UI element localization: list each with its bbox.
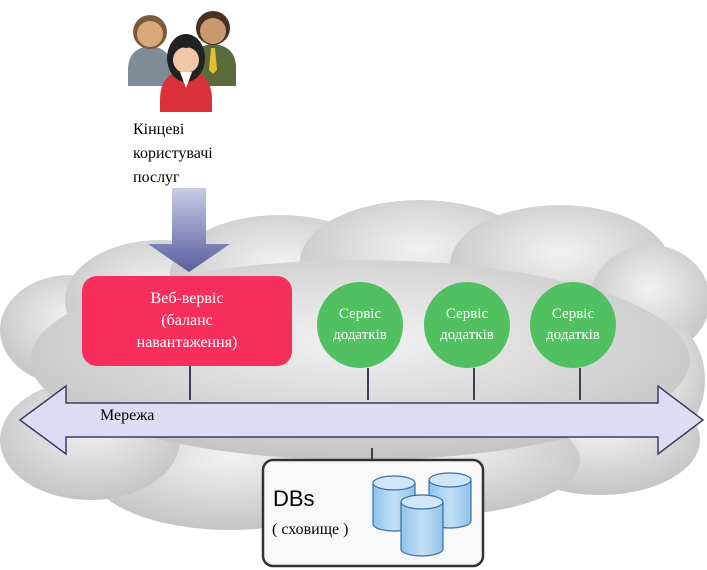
users-label-line: послуг <box>133 169 180 186</box>
web-server-node: Веб-вервіс (баланс навантаження) <box>82 276 292 366</box>
app-service-node-1: Сервіс додатків <box>317 282 403 368</box>
web-server-label-line: Веб-вервіс <box>150 290 224 307</box>
users-label-line: Кінцеві <box>133 121 185 138</box>
users-label-line: користувачі <box>133 145 213 162</box>
app-service-node-2: Сервіс додатків <box>424 282 510 368</box>
service-label-line: Сервіс <box>551 306 595 322</box>
network-label: Мережа <box>100 407 155 424</box>
users-icon <box>128 11 236 112</box>
database-icon <box>372 472 472 557</box>
service-label-line: додатків <box>333 327 387 343</box>
service-label-line: Сервіс <box>445 306 489 322</box>
arrow-down-icon <box>148 188 230 272</box>
connector-lines <box>189 366 581 460</box>
service-label-line: Сервіс <box>338 306 382 322</box>
db-title: DBs <box>273 486 315 511</box>
web-server-label-line: (баланс <box>161 312 213 329</box>
web-server-label-line: навантаження) <box>136 334 238 351</box>
service-label-line: додатків <box>546 327 600 343</box>
app-service-node-3: Сервіс додатків <box>530 282 616 368</box>
db-subtitle: ( сховище ) <box>272 521 349 538</box>
network-arrow <box>18 384 705 456</box>
users-label: Кінцеві користувачі послуг <box>133 118 213 190</box>
service-label-line: додатків <box>440 327 494 343</box>
